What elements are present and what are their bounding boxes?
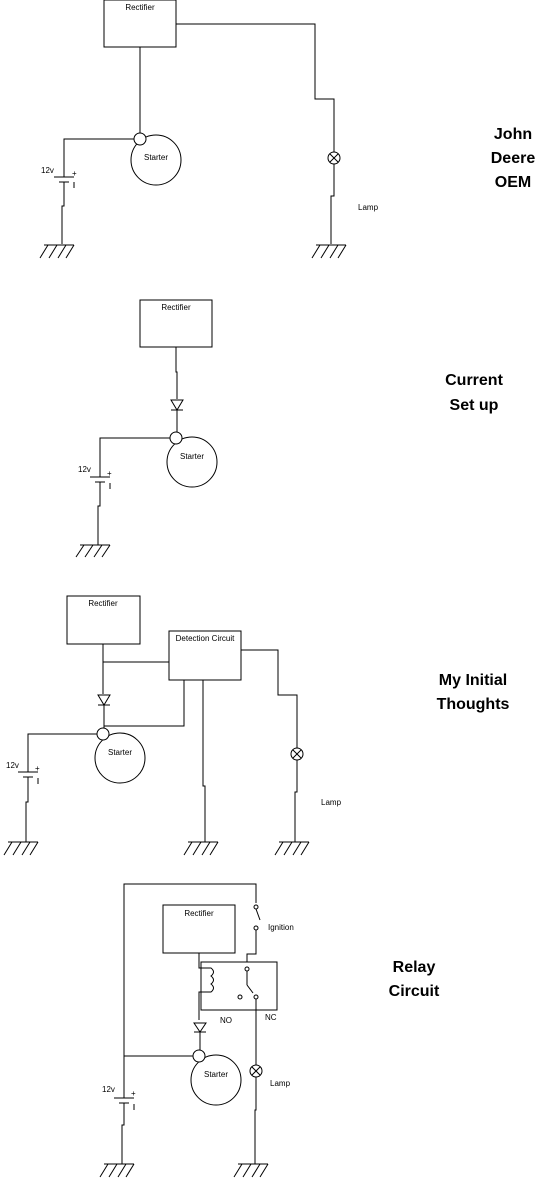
wire-starter-battery [99, 437, 170, 477]
wire-battery-ground [97, 482, 101, 545]
battery-label: 12v [102, 1085, 115, 1094]
starter-motor [190, 1054, 242, 1106]
wire-lamp-ground [254, 1077, 257, 1164]
starter-motor [130, 134, 182, 186]
wire-lamp-ground [330, 164, 335, 244]
lamp-label: Lamp [270, 1079, 291, 1088]
svg-text:John: John [494, 126, 532, 143]
battery-plus: + [107, 469, 112, 478]
lamp-label: Lamp [358, 203, 379, 212]
wire-lamp-ground [294, 760, 298, 842]
wire-rectifier-lamp [176, 23, 335, 152]
wire-starter-battery [63, 138, 134, 177]
wire-detection-ground [202, 680, 206, 842]
starter-terminal [192, 1049, 206, 1063]
battery-symbol [54, 176, 74, 183]
ground-symbol [3, 841, 39, 856]
svg-text:Relay: Relay [393, 959, 436, 976]
starter-terminal [133, 132, 147, 146]
relay-box [200, 961, 278, 1011]
lamp-symbol [327, 151, 341, 165]
wire-battery-ground [121, 1103, 125, 1164]
svg-text:OEM: OEM [495, 174, 531, 191]
diagram-title: Current Set up [445, 372, 503, 414]
detection-circuit-box [168, 630, 242, 681]
lamp-symbol [290, 747, 304, 761]
rectifier-label: Rectifier [125, 3, 155, 12]
diagram-title: My Initial Thoughts [437, 672, 510, 713]
starter-terminal [96, 727, 110, 741]
ground-symbol [233, 1163, 269, 1178]
svg-text:Circuit: Circuit [389, 983, 440, 1000]
starter-terminal [169, 431, 183, 445]
diagram-relay: Rectifier Ignition NO NC [99, 883, 440, 1178]
starter-label: Starter [204, 1070, 228, 1079]
starter-label: Starter [108, 748, 132, 757]
lamp-symbol [249, 1064, 263, 1078]
wire-battery-ground [61, 182, 65, 244]
ignition-switch [253, 904, 261, 931]
battery-label: 12v [78, 465, 91, 474]
rectifier-box [139, 299, 213, 348]
starter-label: Starter [144, 153, 168, 162]
diagram-oem: Rectifier Starter 12v + [39, 0, 536, 259]
starter-motor [166, 436, 218, 488]
battery-plus: + [131, 1089, 136, 1098]
battery-plus: + [72, 169, 77, 178]
battery-plus: + [35, 764, 40, 773]
ground-symbol [39, 244, 75, 259]
rectifier-label: Rectifier [161, 303, 191, 312]
diagram-title: Relay Circuit [389, 959, 440, 1000]
starter-motor [94, 732, 146, 784]
rectifier-box [66, 595, 141, 645]
diagram-title: John Deere OEM [491, 126, 536, 191]
wire-starter-battery [27, 733, 97, 772]
svg-text:Thoughts: Thoughts [437, 696, 510, 713]
ground-symbol [311, 244, 347, 259]
battery-label: 12v [6, 761, 19, 770]
lamp-label: Lamp [321, 798, 342, 807]
svg-text:My Initial: My Initial [439, 672, 507, 689]
battery-label: 12v [41, 166, 54, 175]
relay-contacts [237, 966, 259, 1000]
relay-no-label: NO [220, 1016, 232, 1025]
battery-symbol [114, 1097, 134, 1104]
ground-symbol [274, 841, 310, 856]
starter-label: Starter [180, 452, 204, 461]
ground-symbol [183, 841, 219, 856]
diode-symbol [170, 399, 184, 411]
diagram-current: Rectifier Starter 12v + Current Set up [75, 299, 504, 558]
rectifier-label: Rectifier [88, 599, 118, 608]
svg-text:Deere: Deere [491, 150, 536, 167]
wire-detection-lamp [241, 649, 298, 748]
rectifier-label: Rectifier [184, 909, 214, 918]
wire-starter-detection [104, 680, 185, 727]
ground-symbol [75, 544, 111, 558]
relay-nc-label: NC [265, 1013, 277, 1022]
diagram-initial: Rectifier Detection Circuit Starter 12v … [3, 595, 510, 856]
svg-text:Set up: Set up [450, 397, 499, 414]
svg-text:Current: Current [445, 372, 503, 389]
ground-symbol [99, 1163, 135, 1178]
wire-supply-loop [123, 883, 257, 1088]
diode-symbol [97, 694, 111, 706]
wire-battery-ground [25, 777, 29, 842]
relay-coil [198, 953, 214, 1020]
diode-symbol [193, 1022, 207, 1033]
wire-ignition-relay [246, 930, 257, 968]
detection-circuit-label: Detection Circuit [176, 634, 235, 643]
ignition-label: Ignition [268, 923, 294, 932]
wire-rectifier-diode [175, 347, 178, 399]
rectifier-box [103, 0, 177, 48]
rectifier-box [162, 904, 236, 954]
